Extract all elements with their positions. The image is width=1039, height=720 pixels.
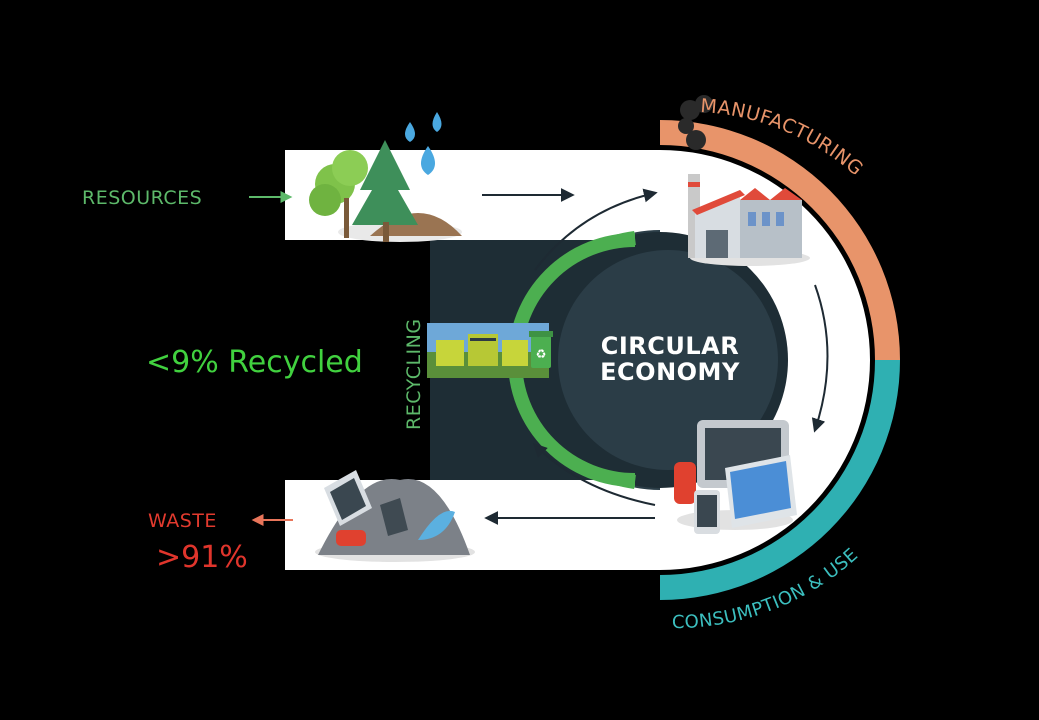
svg-text:♻: ♻ <box>536 347 547 361</box>
flow-arrow-right <box>811 284 829 433</box>
recycling-plant-icon <box>427 323 549 378</box>
waste-label: WASTE <box>148 510 217 532</box>
center-title-line2: ECONOMY <box>600 358 740 386</box>
factory-icon <box>688 174 810 266</box>
water-drops-icon <box>405 112 442 175</box>
consumption-arc <box>660 360 900 600</box>
recycling-label: RECYCLING <box>403 318 425 430</box>
flow-arrow-inner-bottom <box>533 443 656 506</box>
resources-label: RESOURCES <box>82 187 202 209</box>
waste-percentage: >91% <box>156 540 248 575</box>
smoke-icon <box>678 95 713 150</box>
trees-icon <box>309 140 462 242</box>
outer-ring <box>660 120 900 600</box>
devices-icon <box>674 420 797 534</box>
center-disc <box>558 250 778 470</box>
recycled-percentage: <9% Recycled <box>146 345 363 380</box>
flow-arrow-inner-top <box>534 188 658 271</box>
center-title-line1: CIRCULAR <box>601 332 739 360</box>
waste-pile-icon <box>315 470 475 562</box>
manufacturing-arc <box>660 120 900 360</box>
recycle-bin-icon: ♻ <box>529 331 553 368</box>
